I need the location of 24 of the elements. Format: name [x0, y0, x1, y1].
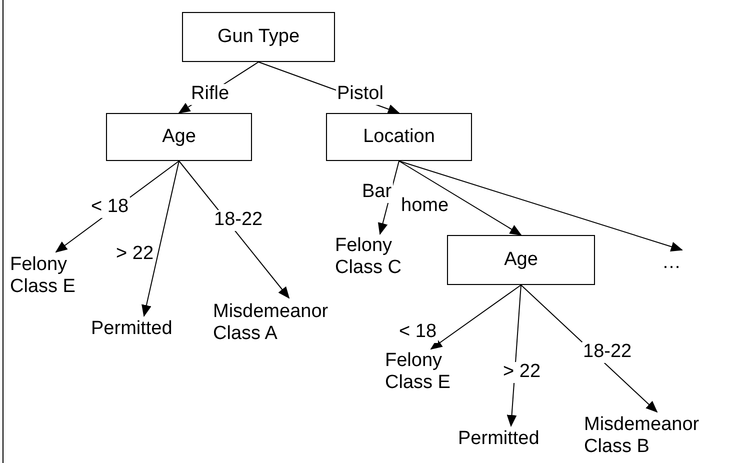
arrow: [142, 160, 180, 317]
decision-box: Gun Type: [182, 12, 335, 62]
outcome-label: Felony Class E: [10, 252, 102, 300]
outcome-label: Permitted: [458, 426, 564, 452]
edge-label: 18-22: [213, 210, 264, 231]
arrow: [430, 284, 522, 350]
outcome-label: Felony Class C: [335, 234, 425, 280]
edge-label: Bar: [361, 182, 393, 203]
edge-label: < 18: [398, 322, 438, 343]
decision-box: Age: [106, 113, 252, 161]
outcome-label: Misdemeanor Class B: [584, 412, 730, 460]
edge-label: Rifle: [190, 84, 230, 105]
decision-box: Age: [447, 235, 595, 285]
edge-label: 18-22: [582, 342, 633, 363]
arrow: [398, 160, 522, 236]
edge-label: Pistol: [336, 84, 384, 105]
outcome-label: Misdemeanor Class A: [213, 298, 365, 348]
arrow: [398, 160, 683, 252]
edge-label: > 22: [502, 362, 542, 383]
outcome-label: …: [662, 250, 702, 276]
edge-label: < 18: [90, 197, 130, 218]
outcome-label: Permitted: [91, 316, 197, 342]
outcome-label: Felony Class E: [385, 349, 477, 395]
decision-box: Location: [326, 113, 472, 161]
